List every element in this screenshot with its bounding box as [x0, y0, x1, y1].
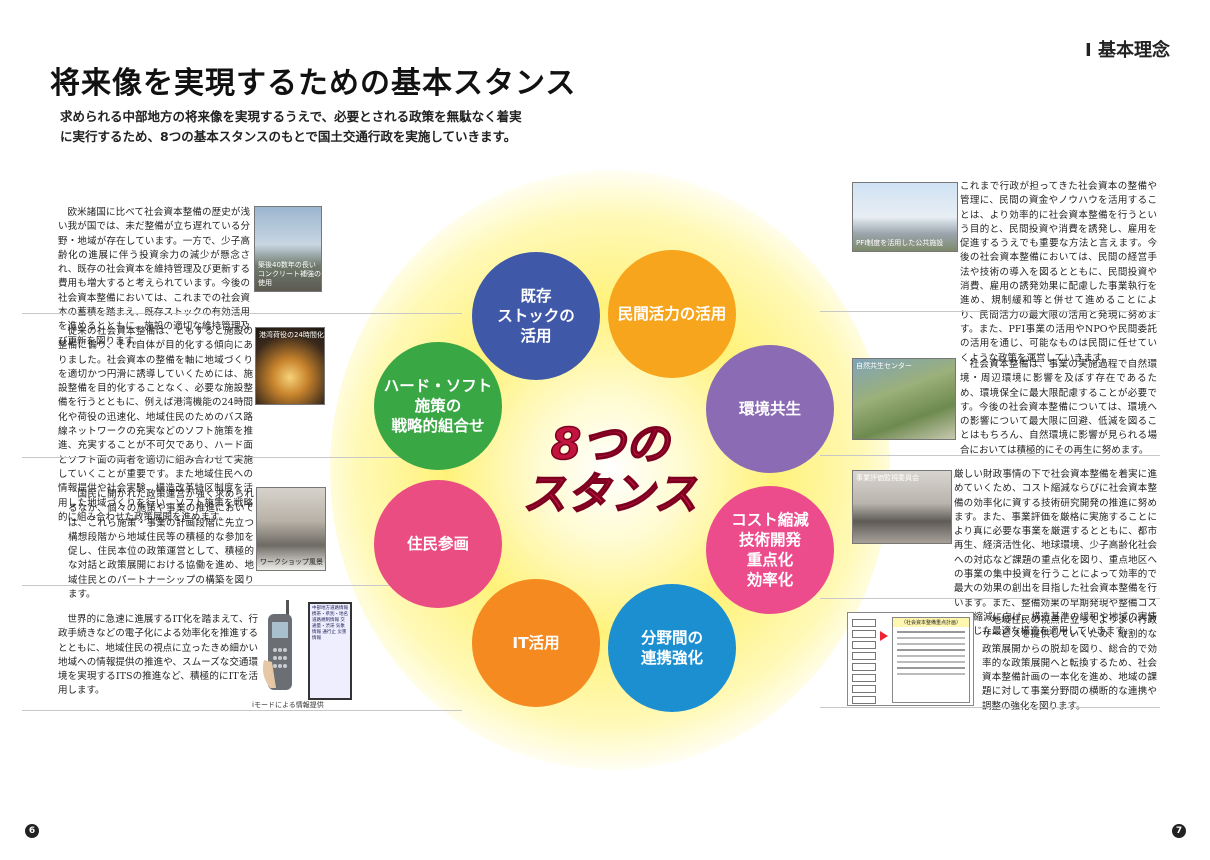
stance-environment: 環境共生 — [706, 345, 834, 473]
photo-pfi-building: PFI制度を活用した公共施設 — [852, 182, 958, 252]
block-hard-soft-intro: 従来の社会資本整備は、ともすると施設の整備に偏り、それ自体が目的化する傾向にあり… — [58, 326, 253, 523]
caption-imode: iモードによる情報提供 — [252, 701, 324, 709]
block-environment: 社会資本整備は、事業の実施過程で自然環境・周辺環境に影響を及ぼす存在であるため、… — [960, 359, 1157, 456]
stance-existing-stock: 既存 ストックの 活用 — [472, 252, 600, 380]
stance-hard-soft: ハード・ソフト 施策の 戦略的組合せ — [374, 342, 502, 470]
divider — [820, 311, 1160, 312]
divider — [22, 585, 462, 586]
phone-screen: 中部地方道路情報 携帯・県別・地名 道路規制情報 交通量・渋滞 気象情報 通行止… — [308, 602, 352, 700]
block-resident-participation: 国民に開かれた政策運営が強く求められるなか、個々の施策や事業の推進においては、こ… — [68, 489, 254, 601]
photo-nature-center: 自然共生センター — [852, 358, 956, 440]
lead-text: 求められる中部地方の将来像を実現するうえで、必要とされる政策を無駄なく着実に実行… — [60, 109, 522, 144]
block-existing-stock: 欧米諸国に比べて社会資本整備の歴史が浅い我が国では、未だ整備が立ち遅れている分野… — [58, 207, 250, 347]
photo-evaluation-meeting: 事業評価監視委員会 — [852, 470, 952, 544]
section-label: Ⅰ 基本理念 — [1085, 40, 1170, 61]
photo-bridge: 築後40数年の長いコンクリート補強の使用 — [254, 206, 322, 292]
page-number-left: 6 — [25, 824, 39, 838]
divider — [22, 457, 462, 458]
page-number-right: 7 — [1172, 824, 1186, 838]
page-title: 将来像を実現するための基本スタンス — [50, 66, 577, 101]
divider — [820, 707, 1160, 708]
divider — [820, 455, 1160, 456]
stance-cost-reduction: コスト縮減 技術開発 重点化 効率化 — [706, 486, 834, 614]
stance-resident-participation: 住民参画 — [374, 480, 502, 608]
block-it: 世界的に急速に進展するIT化を踏まえて、行政手続きなどの電子化による効率化を推進… — [58, 614, 258, 697]
divider — [22, 313, 462, 314]
photo-workshop: ワークショップ風景 — [256, 487, 326, 571]
priority-plan-document: 〈社会資本整備重点計画〉 — [847, 612, 974, 706]
stance-it: IT活用 — [472, 579, 600, 707]
center-glow — [330, 170, 890, 770]
center-label: 8つの スタンス — [522, 419, 699, 521]
divider — [820, 598, 1160, 599]
divider — [22, 710, 462, 711]
block-cross-sector: 地域住民の視点に立ってよりよい行政サービスを提供していくため、縦割的な政策展開か… — [982, 615, 1157, 712]
block-private-vitality: これまで行政が担ってきた社会資本の整備や管理に、民間の資金やノウハウを活用するこ… — [960, 181, 1157, 364]
mobile-phone-icon — [262, 600, 292, 690]
stance-cross-sector: 分野間の 連携強化 — [608, 584, 736, 712]
photo-port: 港湾荷役の24時間化 — [255, 327, 325, 405]
block-cost-reduction: 厳しい財政事情の下で社会資本整備を着実に進めていくため、コスト縮減ならびに社会資… — [954, 469, 1157, 638]
stance-private-vitality: 民間活力の活用 — [608, 250, 736, 378]
